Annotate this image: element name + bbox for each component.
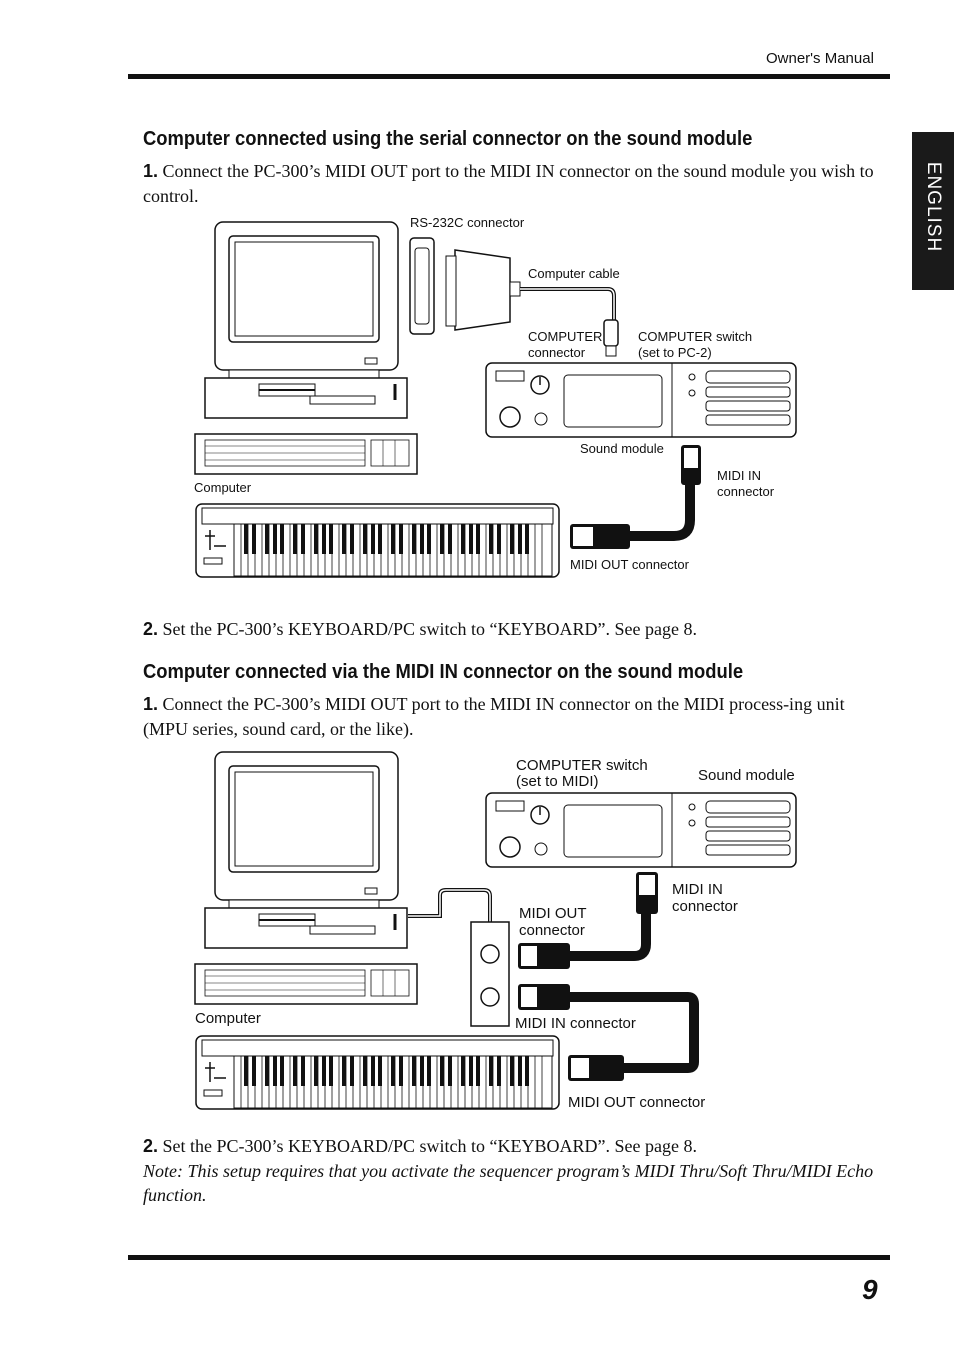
label-computer-switch-2a: COMPUTER switch <box>516 757 648 774</box>
step-number: 2. <box>143 1136 159 1156</box>
label-computer-cable: Computer cable <box>528 266 620 281</box>
step-text: Set the PC-300’s KEYBOARD/PC switch to “… <box>162 619 697 639</box>
section2-step1: 1. Connect the PC-300’s MIDI OUT port to… <box>143 692 888 742</box>
computer-illustration-2 <box>193 750 419 1006</box>
label-midi-in-bottom: MIDI IN connector <box>515 1015 636 1032</box>
midi-cable-1 <box>570 445 701 549</box>
label-computer-switch-2: (set to PC-2) <box>638 345 712 360</box>
label-midi-in-1: MIDI IN <box>717 468 761 483</box>
bottom-rule <box>128 1255 890 1260</box>
page-number: 9 <box>862 1274 878 1305</box>
keyboard-illustration-2 <box>195 1035 560 1110</box>
label-midi-in-2: connector <box>717 484 775 499</box>
label-midi-out-mid-1: MIDI OUT <box>519 905 587 922</box>
step-text: Connect the PC-300’s MIDI OUT port to th… <box>143 161 874 206</box>
section2-note: Note: This setup requires that you activ… <box>143 1161 874 1205</box>
label-computer-switch-2b: (set to MIDI) <box>516 773 599 790</box>
label-sound-module-2: Sound module <box>698 767 795 784</box>
label-midi-out-1: MIDI OUT connector <box>570 557 690 572</box>
step-number: 2. <box>143 619 159 639</box>
midi-interface-box <box>408 888 510 1027</box>
label-rs232c: RS-232C connector <box>410 215 525 230</box>
label-midi-in-top-2: connector <box>672 898 738 915</box>
midi-cables-2 <box>518 872 699 1081</box>
computer-illustration-1 <box>193 220 419 476</box>
top-rule <box>128 74 890 79</box>
step-number: 1. <box>143 161 159 181</box>
step-text: Connect the PC-300’s MIDI OUT port to th… <box>143 694 845 739</box>
label-computer-connector-1: COMPUTER <box>528 329 602 344</box>
label-computer-switch-1: COMPUTER switch <box>638 329 752 344</box>
section2-step2: 2. Set the PC-300’s KEYBOARD/PC switch t… <box>143 1134 888 1159</box>
label-computer-connector-2: connector <box>528 345 586 360</box>
section1-title: Computer connected using the serial conn… <box>143 128 753 150</box>
step-text: Set the PC-300’s KEYBOARD/PC switch to “… <box>162 1136 697 1156</box>
section1-step1: 1. Connect the PC-300’s MIDI OUT port to… <box>143 159 888 209</box>
section1-step2: 2. Set the PC-300’s KEYBOARD/PC switch t… <box>143 617 888 642</box>
sound-module-illustration-1 <box>485 362 797 438</box>
keyboard-illustration-1 <box>195 503 560 578</box>
sound-module-illustration-2 <box>485 792 797 868</box>
label-midi-out-bottom: MIDI OUT connector <box>568 1094 705 1111</box>
label-midi-out-mid-2: connector <box>519 922 585 939</box>
running-header: Owner's Manual <box>766 50 874 67</box>
label-computer-2: Computer <box>195 1010 261 1027</box>
label-computer-1: Computer <box>194 480 252 495</box>
section2-title: Computer connected via the MIDI IN conne… <box>143 661 744 683</box>
rs232c-port-illustration <box>409 237 619 357</box>
label-midi-in-top-1: MIDI IN <box>672 881 723 898</box>
label-sound-module-1: Sound module <box>580 441 664 456</box>
step-number: 1. <box>143 694 159 714</box>
language-tab: ENGLISH <box>912 132 954 290</box>
